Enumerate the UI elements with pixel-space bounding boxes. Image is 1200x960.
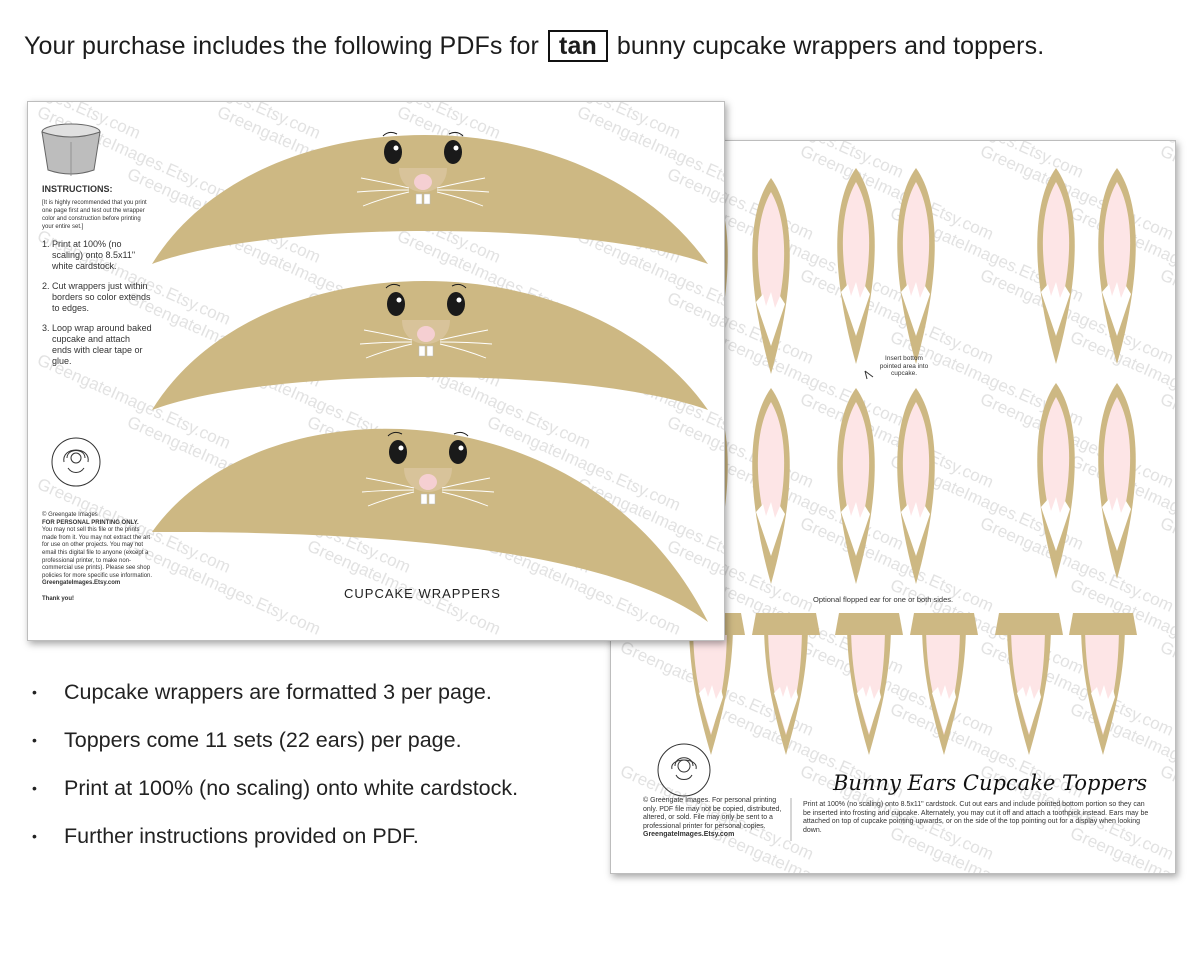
- flop-ear-shape: [910, 613, 978, 755]
- headline-after: bunny cupcake wrappers and toppers.: [616, 32, 1045, 60]
- ear-shape: [752, 178, 790, 374]
- wrapped-cupcake-icon: [41, 123, 101, 176]
- wrapper-credit: © Greengate Images FOR PERSONAL PRINTING…: [42, 512, 154, 604]
- ear-shape: [837, 388, 875, 584]
- wrapper-shape: [152, 281, 708, 410]
- terms: You may not sell this file or the prints…: [42, 527, 153, 579]
- topper-description: Print at 100% (no scaling) onto 8.5x11" …: [803, 801, 1149, 834]
- ear-shape: [1037, 168, 1075, 364]
- instructions-title: INSTRUCTIONS:: [42, 184, 113, 194]
- headline-before: Your purchase includes the following PDF…: [24, 32, 539, 60]
- feature-item: Print at 100% (no scaling) onto white ca…: [32, 772, 592, 804]
- feature-item: Further instructions provided on PDF.: [32, 820, 592, 852]
- wrapper-caption: CUPCAKE WRAPPERS: [344, 586, 501, 601]
- feature-item: Toppers come 11 sets (22 ears) per page.: [32, 724, 592, 756]
- instruction-step: 2. Cut wrappers just within borders so c…: [42, 281, 151, 313]
- flop-note: Optional flopped ear for one or both sid…: [813, 595, 954, 604]
- ear-shape: [752, 388, 790, 584]
- shop-url: GreengateImages.Etsy.com: [42, 580, 121, 587]
- copyright: © Greengate Images: [42, 512, 98, 518]
- wrapper-art: [41, 123, 708, 622]
- ear-shape: [897, 388, 935, 584]
- topper-title: Bunny Ears Cupcake Toppers: [833, 771, 1148, 795]
- ear-shape: [1098, 168, 1136, 364]
- wrapper-instructions: INSTRUCTIONS: [It is highly recommended …: [42, 184, 152, 376]
- ear-shape: [1037, 383, 1075, 579]
- topper-credit: © Greengate Images. For personal printin…: [643, 797, 788, 840]
- ear-shape: [1098, 383, 1136, 579]
- personal-use: FOR PERSONAL PRINTING ONLY.: [42, 519, 139, 526]
- feature-item: Cupcake wrappers are formatted 3 per pag…: [32, 676, 592, 708]
- wrapper-shape: [152, 428, 708, 622]
- topper-credit-text: © Greengate Images. For personal printin…: [643, 797, 782, 830]
- headline: Your purchase includes the following PDF…: [24, 30, 1044, 62]
- instruction-step: 1. Print at 100% (no scaling) onto 8.5x1…: [42, 239, 136, 271]
- flop-ear-shape: [1069, 613, 1137, 755]
- ear-shape: [897, 168, 935, 364]
- instruction-step: 3. Loop wrap around baked cupcake and at…: [42, 323, 152, 366]
- flop-ear-shape: [995, 613, 1063, 755]
- thanks: Thank you!: [42, 595, 75, 602]
- instructions-note: [It is highly recommended that you print…: [42, 200, 147, 230]
- greengate-logo: [51, 437, 101, 487]
- color-word-badge: tan: [548, 30, 608, 62]
- ear-shape: [837, 168, 875, 364]
- insert-note: Insert bottom pointed area into cupcake.: [879, 355, 929, 377]
- flop-ear-shape: [835, 613, 903, 755]
- topper-ears-art: [611, 168, 1137, 841]
- flop-ear-shape: [752, 613, 820, 755]
- feature-list: Cupcake wrappers are formatted 3 per pag…: [32, 676, 592, 868]
- topper-credit-url: GreengateImages.Etsy.com: [643, 831, 735, 839]
